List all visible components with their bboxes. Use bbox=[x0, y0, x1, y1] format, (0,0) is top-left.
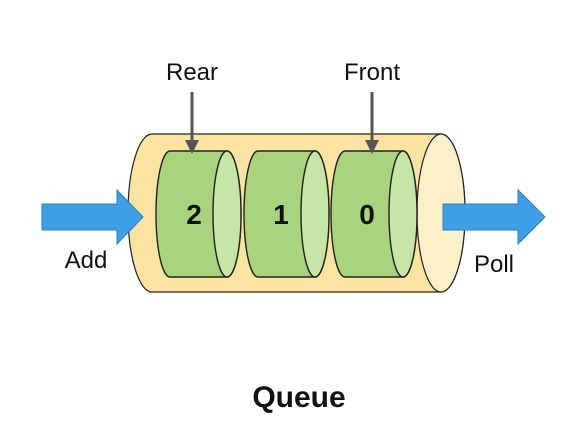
poll-label: Poll bbox=[474, 251, 514, 278]
rear-pointer-arrowhead bbox=[185, 140, 199, 154]
front-pointer-arrowhead bbox=[365, 140, 379, 154]
add-label: Add bbox=[65, 247, 108, 274]
queue-element-value: 2 bbox=[186, 199, 202, 230]
poll-arrow-icon bbox=[442, 188, 546, 246]
rear-label: Rear bbox=[166, 59, 218, 86]
front-label: Front bbox=[344, 59, 400, 86]
add-arrow-icon bbox=[41, 188, 144, 246]
queue-element-rear: 2 bbox=[155, 150, 242, 278]
queue-element-face bbox=[388, 150, 418, 278]
front-pointer: Front bbox=[344, 59, 400, 154]
queue-element-face bbox=[212, 150, 242, 278]
queue-element-middle: 1 bbox=[243, 150, 330, 278]
diagram-title: Queue bbox=[252, 381, 345, 414]
queue-element-value: 1 bbox=[273, 199, 289, 230]
queue-element-front: 0 bbox=[330, 150, 418, 278]
rear-pointer: Rear bbox=[166, 59, 218, 154]
poll-arrow: Poll bbox=[442, 188, 546, 278]
queue-element-face bbox=[300, 150, 330, 278]
queue-element-value: 0 bbox=[359, 199, 375, 230]
add-arrow: Add bbox=[41, 188, 144, 274]
